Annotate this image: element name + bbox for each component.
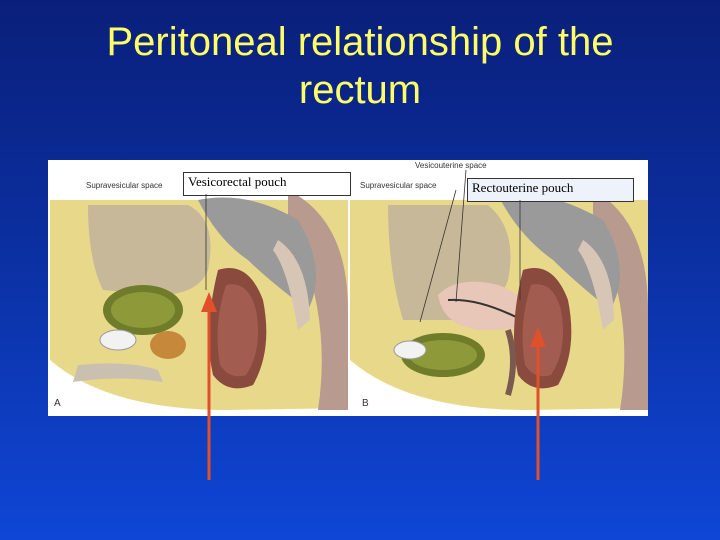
rectouterine-arrow [530, 327, 546, 480]
vesicorectal-arrow [201, 292, 217, 480]
